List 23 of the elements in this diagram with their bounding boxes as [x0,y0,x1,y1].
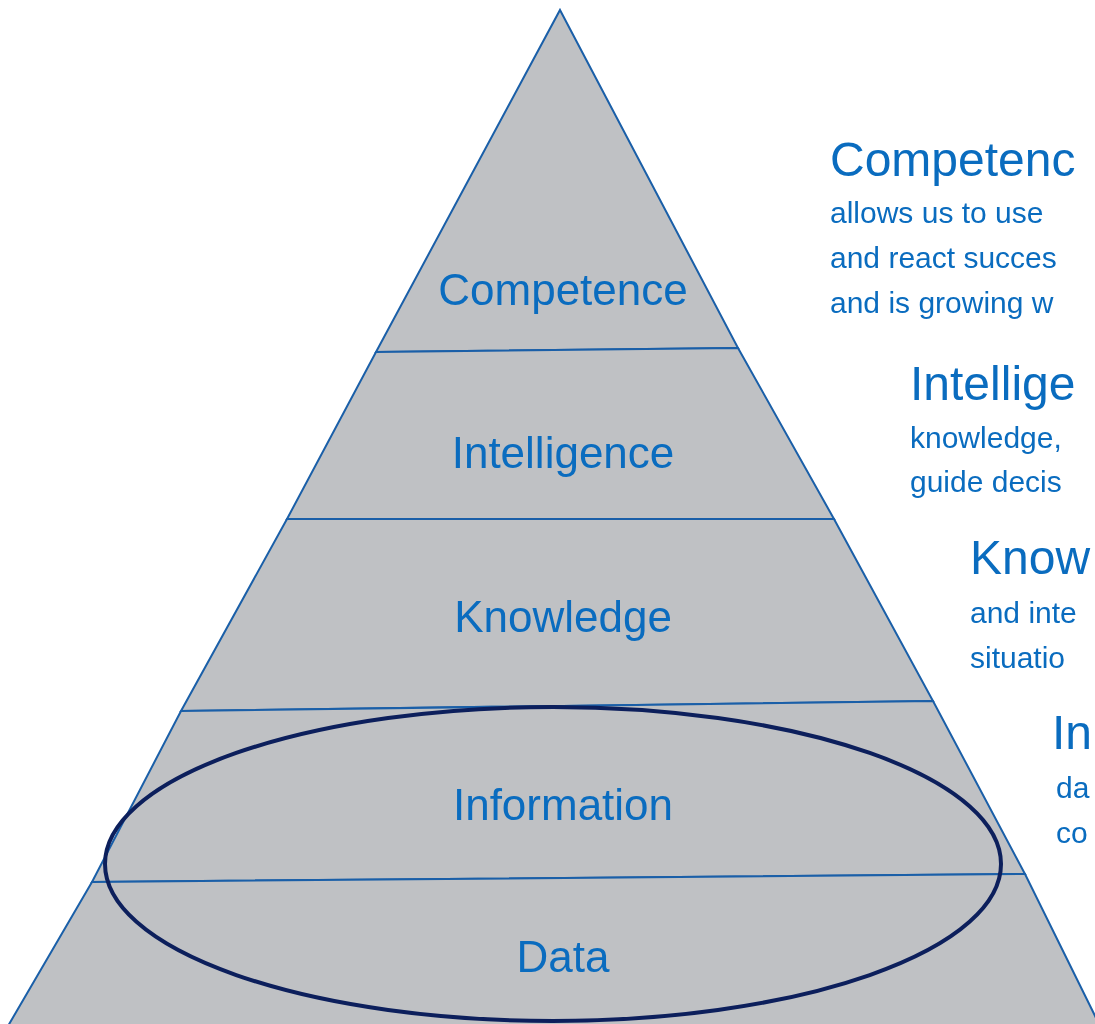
pyramid-level [8,874,1095,1024]
level-label: Competence [438,265,688,315]
level-heading: Know [970,534,1091,582]
description-text: knowledge, [910,423,1062,453]
description-text: and react succes [830,243,1057,273]
description-text: and inte [970,598,1077,628]
level-heading: Competenc [830,136,1076,184]
level-label: Knowledge [454,592,672,642]
description-text: guide decis [910,467,1062,497]
pyramid-level [181,519,933,711]
description-text: allows us to use [830,198,1044,228]
description-text: da [1056,773,1090,803]
pyramid-level [287,348,834,519]
pyramid-top [376,10,738,352]
level-label: Intelligence [451,428,675,478]
level-label: Data [516,932,610,982]
description-text: co [1056,818,1088,848]
level-label: Information [452,780,674,830]
pyramid-level [92,701,1025,882]
level-heading: In [1052,709,1093,757]
level-heading: Intellige [910,360,1076,408]
description-text: and is growing w [830,288,1054,318]
description-text: situatio [970,643,1066,673]
